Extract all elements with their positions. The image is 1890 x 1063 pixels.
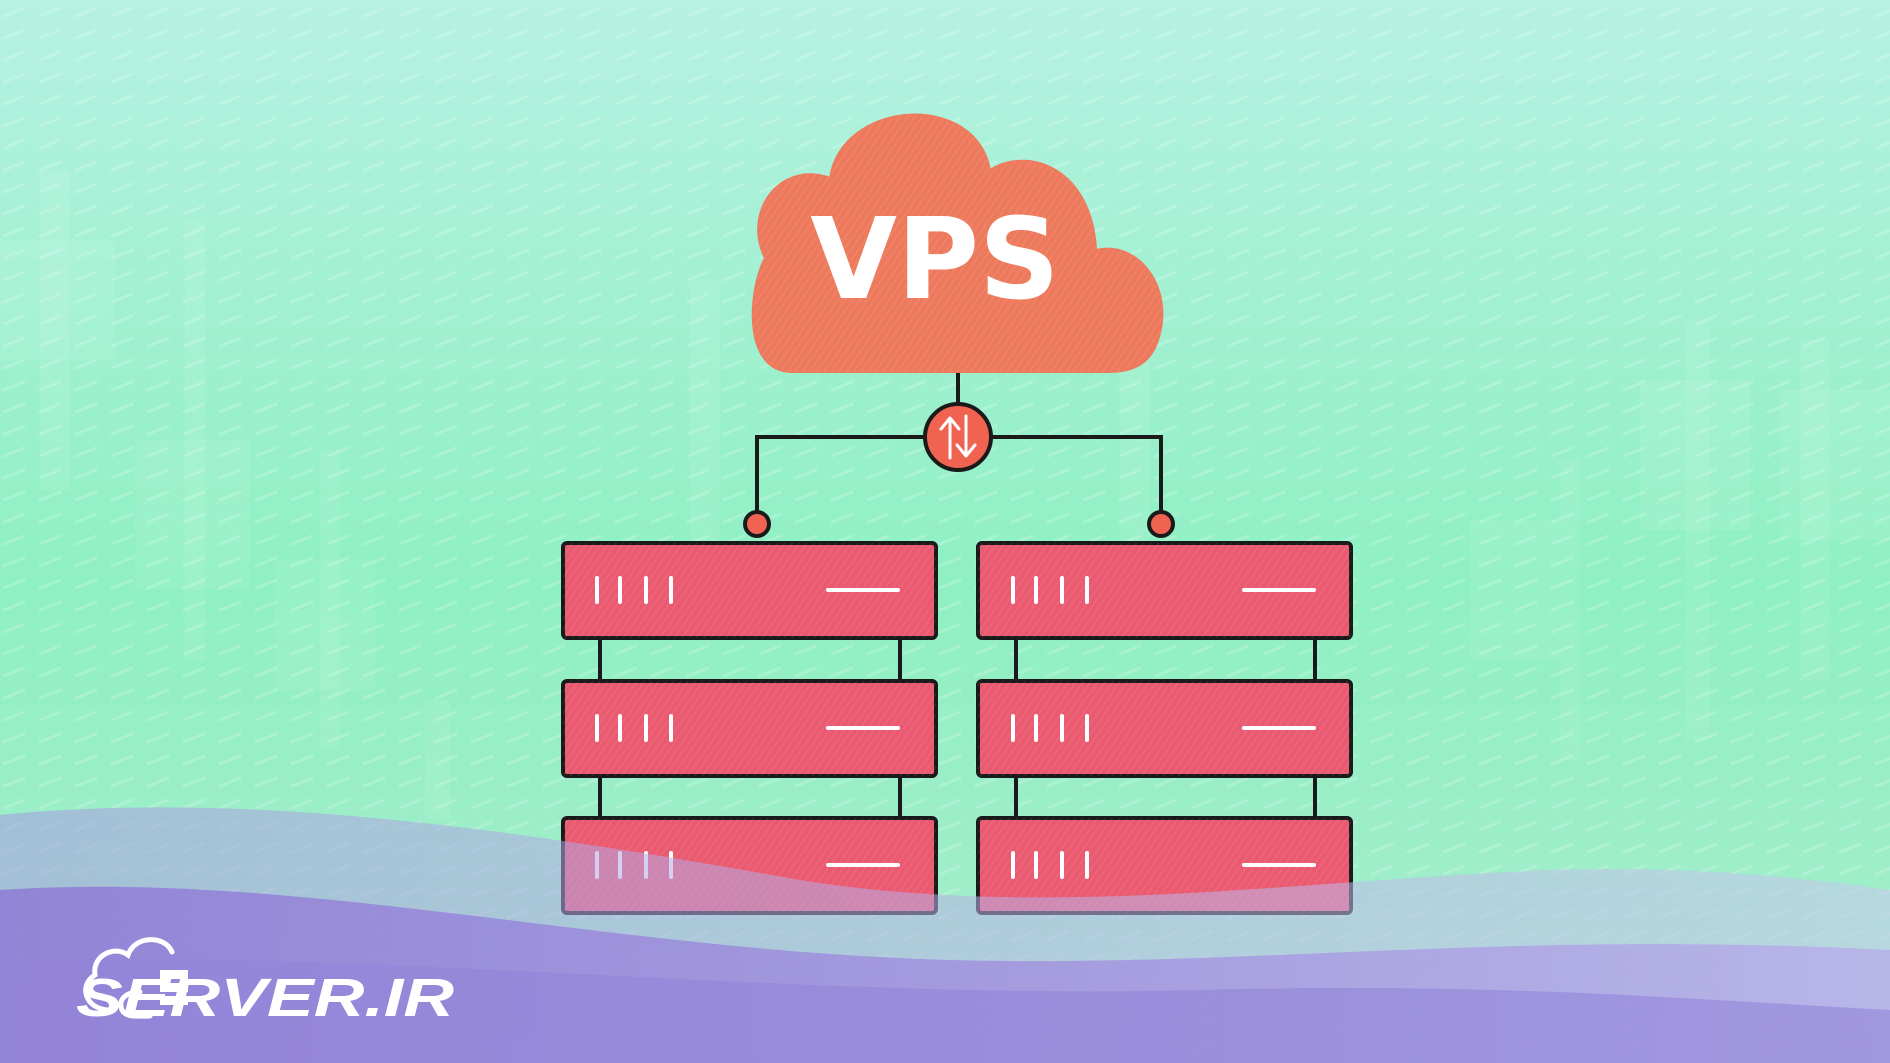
server-cloud-icon <box>83 937 188 1019</box>
server-unit <box>976 679 1353 778</box>
server-ir-logo: SERVER.IR <box>76 937 454 1028</box>
server-unit <box>976 541 1353 640</box>
bottom-waves <box>0 807 1890 1063</box>
server-unit <box>561 541 938 640</box>
server-stack-right <box>976 541 1353 915</box>
server-unit <box>561 679 938 778</box>
cloud-label: VPS <box>810 195 1059 325</box>
vps-cloud: VPS <box>751 113 1164 373</box>
connector-node-left <box>743 510 771 538</box>
logo-text: SERVER.IR <box>76 968 454 1028</box>
connector-node-right <box>1147 510 1175 538</box>
sync-hub <box>923 402 993 472</box>
sync-arrows-icon <box>939 414 977 460</box>
